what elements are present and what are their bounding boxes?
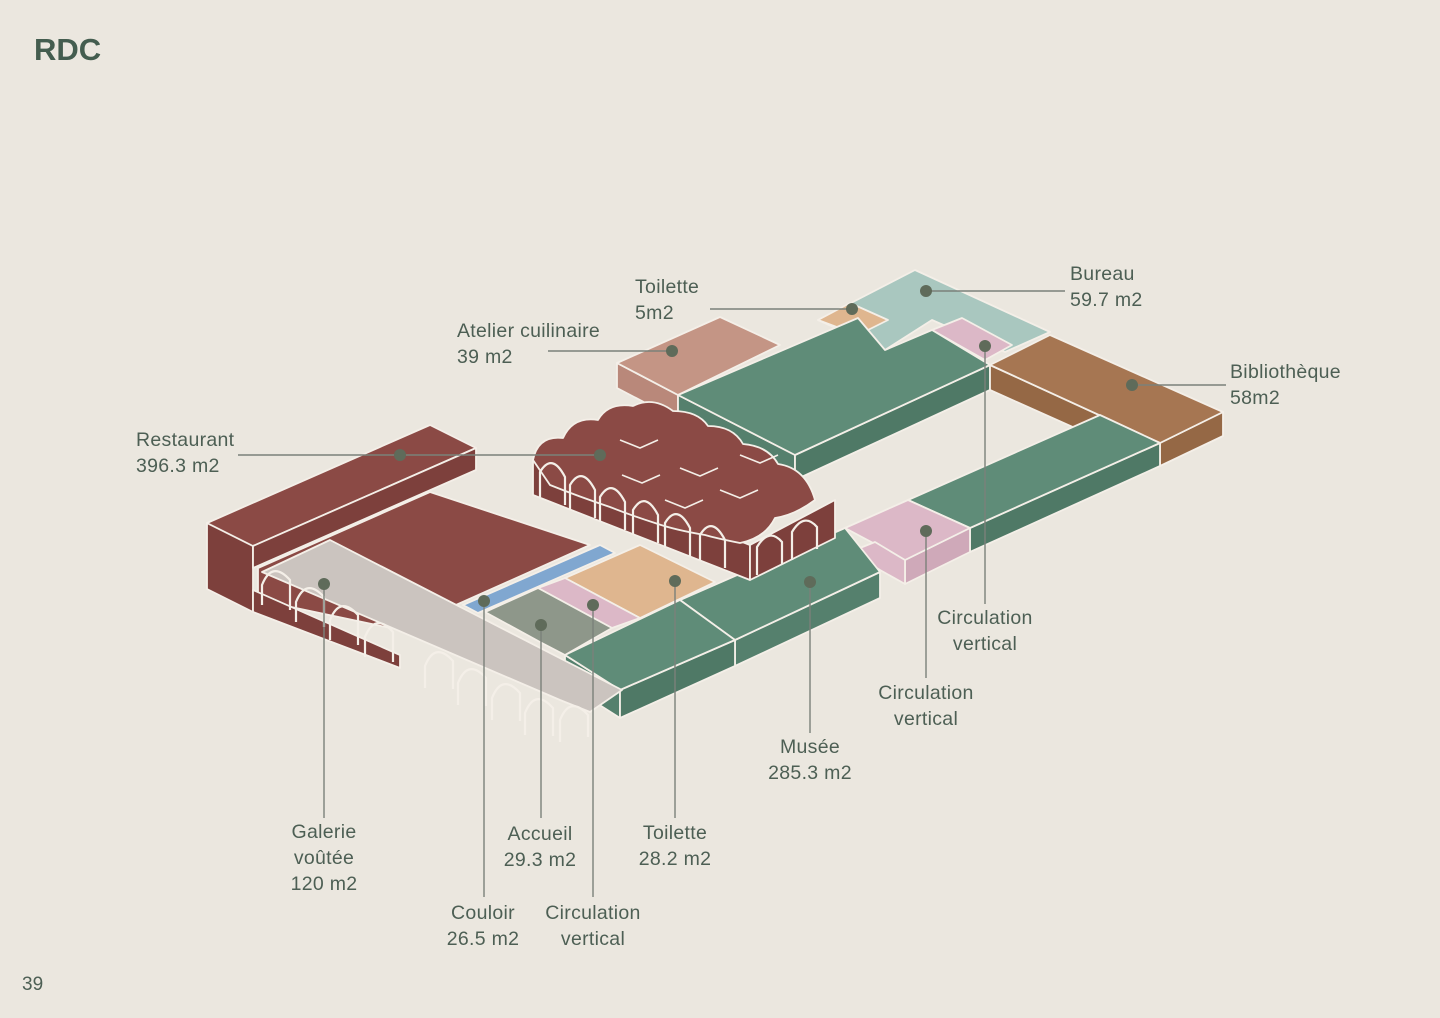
page-title: RDC [34, 32, 102, 67]
label-area: 28.2 m2 [638, 848, 712, 870]
label-name: Circulation [545, 902, 641, 924]
label-name: Musée [779, 736, 841, 758]
label-area: 120 m2 [290, 873, 358, 895]
page-number: 39 [22, 974, 44, 995]
label-area: 26.5 m2 [446, 928, 520, 950]
circulation-east-block [844, 499, 971, 585]
courtyard-vaulted-block [532, 401, 836, 581]
label-area: 39 m2 [457, 346, 513, 368]
label-circulation-east: Circulation vertical [925, 605, 1045, 657]
musee-east-block [907, 414, 1161, 553]
label-name: Toilette [642, 822, 708, 844]
label-name: Couloir [451, 902, 515, 924]
label-name: Accueil [507, 823, 573, 845]
label-toilette-5m2: Toilette 5m2 [635, 274, 699, 326]
label-musee: Musée 285.3 m2 [750, 734, 870, 786]
label-area: 396.3 m2 [136, 455, 220, 477]
label-area: 58m2 [1230, 387, 1280, 409]
label-name: Circulation [937, 607, 1033, 629]
galerie-voutee [260, 539, 623, 742]
label-name: Restaurant [136, 429, 235, 451]
label-atelier: Atelier cuilinaire 39 m2 [457, 318, 600, 370]
label-circulation-mid: Circulation vertical [866, 680, 986, 732]
label-name: Toilette [635, 276, 700, 298]
label-couloir: Couloir 26.5 m2 [423, 900, 543, 952]
label-area: vertical [560, 928, 626, 950]
label-toilette: Toilette 28.2 m2 [615, 820, 735, 872]
label-name: Galerie [291, 821, 357, 843]
label-galerie: Galerie voûtée 120 m2 [264, 819, 384, 897]
label-name: Bureau [1070, 263, 1135, 285]
label-area: 59.7 m2 [1070, 289, 1143, 311]
label-name: Atelier cuilinaire [457, 320, 601, 342]
label-area: vertical [893, 708, 959, 730]
label-bureau: Bureau 59.7 m2 [1070, 261, 1143, 313]
label-bibliotheque: Bibliothèque 58m2 [1230, 359, 1341, 411]
leaders [238, 285, 1226, 897]
label-name2: voûtée [293, 847, 355, 869]
label-area: vertical [952, 633, 1018, 655]
label-area: 5m2 [635, 302, 674, 324]
label-name: Circulation [878, 682, 974, 704]
label-accueil: Accueil 29.3 m2 [480, 821, 600, 873]
label-restaurant: Restaurant 396.3 m2 [136, 427, 234, 479]
label-circulation-west: Circulation vertical [533, 900, 653, 952]
label-area: 29.3 m2 [503, 849, 577, 871]
label-area: 285.3 m2 [768, 762, 852, 784]
label-name: Bibliothèque [1230, 361, 1341, 383]
